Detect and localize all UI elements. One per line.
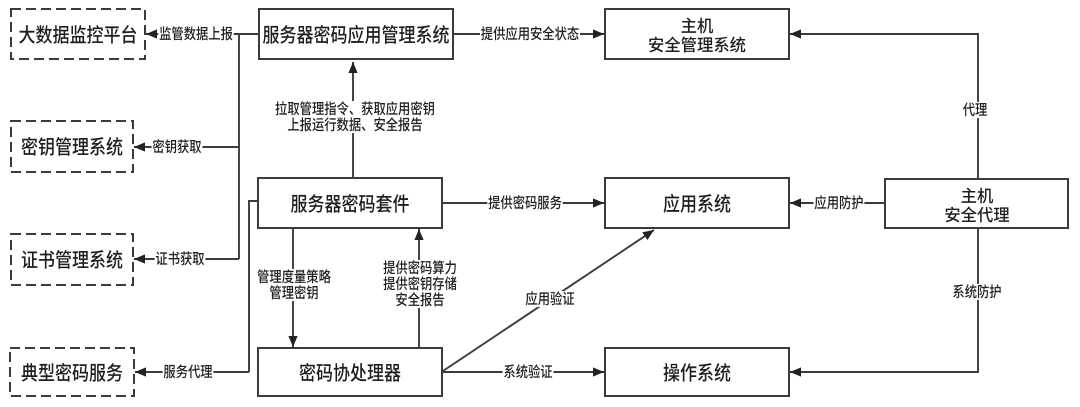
- box-app-system-border: [604, 177, 790, 229]
- label-system-protection-text: 系统防护: [952, 281, 1002, 302]
- label-app-verification: 应用验证: [524, 288, 576, 309]
- box-operating-system-label: 操作系统: [663, 356, 731, 386]
- arrowhead-into-key-mgmt: [134, 142, 145, 152]
- label-manage-policy-key-line2: 管理密钥: [269, 282, 319, 303]
- box-host-security-mgmt: 主机安全管理系统: [604, 8, 790, 60]
- box-operating-system: 操作系统: [604, 347, 790, 397]
- label-pull-mgmt-push-report-line1: 拉取管理指令、获取应用密钥: [275, 98, 435, 119]
- label-provide-capability-line2: 提供密钥存储: [383, 273, 457, 294]
- box-server-crypto-suite: 服务器密码套件: [257, 177, 443, 229]
- label-agent: 代理: [961, 99, 989, 120]
- label-provide-app-security-status-text: 提供应用安全状态: [480, 23, 580, 44]
- box-key-mgmt-system-border: [10, 120, 134, 173]
- label-cert-fetch-text: 证书获取: [155, 248, 205, 269]
- label-provide-app-security-status: 提供应用安全状态: [479, 23, 581, 44]
- box-host-security-agent-border: [884, 178, 1069, 229]
- label-agent-text: 代理: [962, 99, 988, 120]
- arrowhead-into-host-security-mgmt-right: [790, 29, 801, 39]
- box-cert-mgmt-system-border: [10, 233, 134, 286]
- box-host-security-agent-label-line1: 主机: [960, 181, 993, 207]
- label-provide-capability-line3: 安全报告: [395, 289, 445, 310]
- box-typical-crypto-service-label: 典型密码服务: [21, 356, 123, 386]
- arrowhead-into-server-crypto-suite: [414, 229, 424, 240]
- label-pull-mgmt-push-report-line2: 上报运行数据、安全报告: [287, 114, 423, 135]
- box-cert-mgmt-system-label: 证书管理系统: [21, 244, 123, 273]
- label-app-protection-text: 应用防护: [814, 192, 864, 213]
- box-server-crypto-suite-border: [257, 177, 443, 229]
- box-app-system: 应用系统: [604, 177, 790, 229]
- arrowhead-into-app-system-bottom: [642, 230, 654, 240]
- label-provide-capability: 提供密码算力提供密钥存储安全报告: [382, 257, 458, 310]
- label-system-protection: 系统防护: [951, 281, 1003, 302]
- arrowhead-into-operating-system-right: [790, 367, 801, 377]
- arrowhead-into-server-crypto-app-mgmt: [348, 62, 358, 73]
- label-provide-capability-line1: 提供密码算力: [383, 257, 457, 278]
- box-app-system-label: 应用系统: [663, 187, 731, 217]
- box-big-data-platform-label: 大数据监控平台: [18, 18, 138, 48]
- label-cert-fetch: 证书获取: [154, 248, 206, 269]
- label-provide-crypto-service-text: 提供密码服务: [488, 192, 562, 213]
- label-system-verification: 系统验证: [502, 361, 554, 382]
- label-provide-crypto-service: 提供密码服务: [487, 192, 563, 213]
- label-regulatory-data-report-text: 监管数据上报: [159, 23, 233, 44]
- label-manage-policy-key-line1: 管理度量策略: [257, 266, 331, 287]
- label-manage-policy-key: 管理度量策略管理密钥: [256, 266, 332, 303]
- box-operating-system-border: [604, 347, 790, 397]
- box-server-crypto-app-mgmt-border: [258, 8, 454, 60]
- box-big-data-platform-border: [10, 8, 146, 60]
- box-crypto-coprocessor-label: 密码协处理器: [299, 356, 401, 386]
- box-key-mgmt-system-label: 密钥管理系统: [21, 131, 123, 160]
- label-service-proxy-text: 服务代理: [163, 361, 213, 382]
- arrowhead-into-host-security-mgmt-left: [593, 29, 604, 39]
- box-typical-crypto-service: 典型密码服务: [9, 347, 135, 397]
- box-server-crypto-app-mgmt-label: 服务器密码应用管理系统: [262, 18, 450, 48]
- box-host-security-agent: 主机安全代理: [884, 178, 1069, 229]
- label-pull-mgmt-push-report: 拉取管理指令、获取应用密钥上报运行数据、安全报告: [274, 101, 436, 133]
- edge-suite-trunk-line: [248, 200, 257, 372]
- label-app-verification-text: 应用验证: [525, 288, 575, 309]
- box-host-security-agent-label-line2: 安全代理: [943, 200, 1010, 226]
- box-cert-mgmt-system: 证书管理系统: [10, 233, 134, 286]
- box-key-mgmt-system: 密钥管理系统: [10, 120, 134, 173]
- arrowhead-into-operating-system-left: [593, 367, 604, 377]
- arrowhead-into-crypto-coprocessor: [288, 336, 298, 347]
- label-service-proxy: 服务代理: [162, 361, 214, 382]
- box-big-data-platform: 大数据监控平台: [10, 8, 146, 60]
- edge-system-protection-line: [789, 229, 979, 373]
- box-server-crypto-suite-label: 服务器密码套件: [290, 187, 410, 217]
- label-key-fetch-text: 密钥获取: [152, 136, 202, 157]
- arrowhead-into-typical-crypto: [135, 367, 146, 377]
- box-host-security-mgmt-label-line1: 主机: [680, 12, 714, 37]
- arrowhead-into-app-system-left: [593, 198, 604, 208]
- edge-agent-line: [790, 33, 979, 178]
- arrowhead-into-cert-mgmt: [134, 254, 145, 264]
- label-regulatory-data-report: 监管数据上报: [158, 23, 234, 44]
- box-crypto-coprocessor-border: [257, 347, 443, 397]
- box-host-security-mgmt-label-line2: 安全管理系统: [648, 31, 746, 56]
- arrowhead-into-big-data-platform: [146, 29, 157, 39]
- label-key-fetch: 密钥获取: [151, 136, 203, 157]
- box-server-crypto-app-mgmt: 服务器密码应用管理系统: [258, 8, 454, 60]
- box-crypto-coprocessor: 密码协处理器: [257, 347, 443, 397]
- label-system-verification-text: 系统验证: [503, 361, 553, 382]
- arrowhead-into-app-system-right: [790, 198, 801, 208]
- box-typical-crypto-service-border: [9, 347, 135, 397]
- label-app-protection: 应用防护: [813, 192, 865, 213]
- box-host-security-mgmt-border: [604, 8, 790, 60]
